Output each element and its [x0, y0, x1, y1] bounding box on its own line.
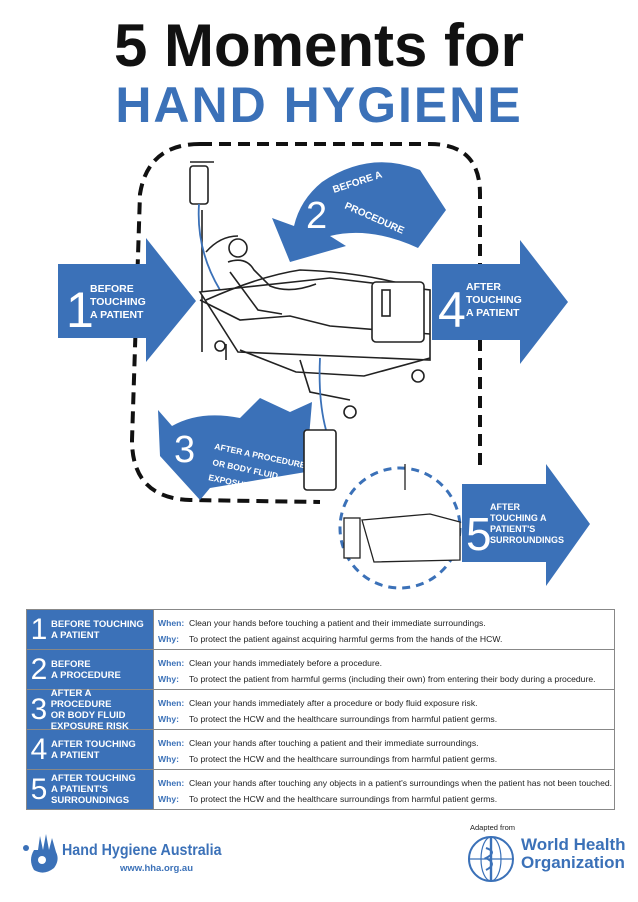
moment-4-label-line2: TOUCHING — [466, 294, 522, 306]
moment-5-arrow: 5 AFTER TOUCHING A PATIENT'S SURROUNDING… — [462, 464, 590, 586]
moment-3-arrow: 3 AFTER A PROCEDURE OR BODY FLUID EXPOSU… — [158, 398, 312, 500]
row-number: 2 — [30, 652, 48, 686]
why-label: Why: — [158, 674, 180, 684]
row-detail: When: Clean your hands after touching any… — [154, 770, 614, 809]
when-label: When: — [158, 738, 185, 748]
moment-5-label-line4: SURROUNDINGS — [490, 535, 564, 545]
moment-1-label-line2: TOUCHING — [90, 296, 146, 308]
why-label: Why: — [158, 714, 180, 724]
why-text: To protect the HCW and the healthcare su… — [189, 714, 498, 724]
why-text: To protect the HCW and the healthcare su… — [189, 794, 498, 804]
when-text: Clean your hands after touching any obje… — [189, 778, 613, 788]
when-label: When: — [158, 698, 185, 708]
when-text: Clean your hands before touching a patie… — [189, 618, 486, 628]
moment-5-number: 5 — [466, 508, 492, 560]
moment-5-label-line3: PATIENT'S — [490, 524, 535, 534]
when-label: When: — [158, 778, 185, 788]
moment-1-number: 1 — [66, 282, 94, 338]
hospital-bed-illustration — [189, 161, 431, 491]
row-detail: When: Clean your hands after touching a p… — [154, 730, 614, 769]
row-detail: When: Clean your hands immediately after … — [154, 690, 614, 729]
poster-subtitle: HAND HYGIENE — [115, 77, 523, 133]
hand-print-icon — [23, 834, 58, 873]
moment-5-label-line2: TOUCHING A — [490, 513, 547, 523]
why-label: Why: — [158, 794, 180, 804]
row-number: 3 — [30, 692, 48, 726]
why-text: To protect the patient against acquiring… — [189, 634, 503, 644]
moment-5-label-line1: AFTER — [490, 502, 520, 512]
moment-4-number: 4 — [438, 282, 466, 338]
when-label: When: — [158, 618, 185, 628]
when-label: When: — [158, 658, 185, 668]
patient-surroundings-illustration — [338, 464, 462, 590]
moment-1-label-line1: BEFORE — [90, 283, 134, 295]
why-label: Why: — [158, 754, 180, 764]
why-label: Why: — [158, 634, 180, 644]
moment-1-arrow: 1 BEFORE TOUCHING A PATIENT — [58, 238, 196, 362]
moment-4-arrow: 4 AFTER TOUCHING A PATIENT — [432, 240, 568, 364]
moments-diagram: 1 BEFORE TOUCHING A PATIENT 4 AFTER TOUC… — [58, 142, 590, 590]
row-detail: When: Clean your hands immediately before… — [154, 650, 614, 689]
row-number: 5 — [30, 772, 48, 806]
moment-2-arrow: 2 BEFORE A PROCEDURE — [272, 162, 446, 262]
when-text: Clean your hands after touching a patien… — [189, 738, 479, 748]
row-number: 1 — [30, 612, 48, 646]
when-text: Clean your hands immediately after a pro… — [189, 698, 478, 708]
row-detail: When: Clean your hands before touching a … — [154, 610, 614, 649]
dashed-frame — [129, 142, 482, 504]
moment-1-label-line3: A PATIENT — [90, 309, 144, 321]
moment-2-number: 2 — [306, 195, 327, 237]
why-text: To protect the patient from harmful germ… — [189, 674, 596, 684]
moment-4-label-line3: A PATIENT — [466, 307, 520, 319]
adapted-from-label: Adapted from — [470, 823, 516, 832]
moment-3-number: 3 — [174, 429, 195, 471]
why-text: To protect the HCW and the healthcare su… — [189, 754, 498, 764]
poster-title: 5 Moments for — [113, 12, 525, 79]
moment-4-label-line1: AFTER — [466, 281, 501, 293]
who-emblem-icon — [468, 836, 514, 882]
hha-name: Hand Hygiene Australia — [62, 842, 222, 859]
when-text: Clean your hands immediately before a pr… — [189, 658, 382, 668]
hha-url[interactable]: www.hha.org.au — [120, 863, 194, 874]
row-number: 4 — [30, 732, 48, 766]
